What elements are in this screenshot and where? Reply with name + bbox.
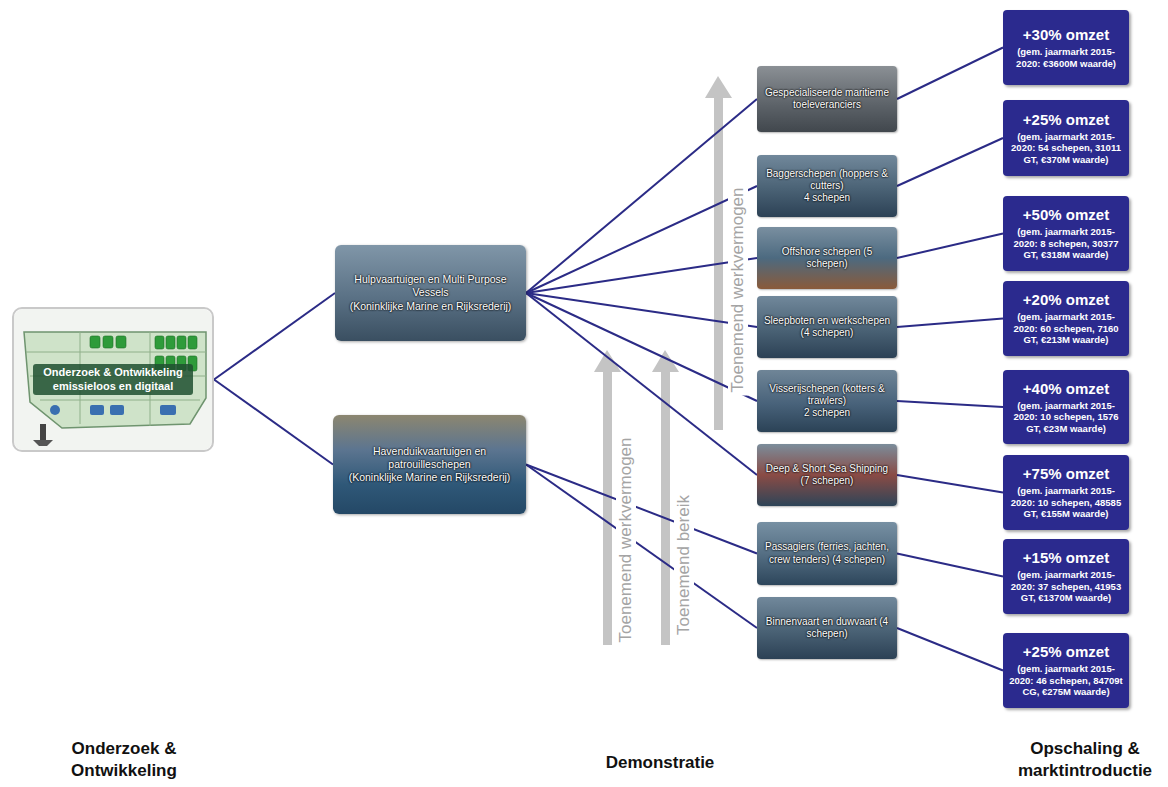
node-body: (gem. jaarmarkt 2015-2020: 46 schepen, 8… bbox=[1009, 663, 1123, 697]
node-body: (gem. jaarmarkt 2015-2020: 37 schepen, 4… bbox=[1009, 569, 1123, 603]
node-title: Gespecialiseerde maritieme toeleverancie… bbox=[762, 87, 892, 111]
phase-label: Onderzoek & Ontwikkeling bbox=[44, 738, 204, 782]
revenue-box: +15% omzet (gem. jaarmarkt 2015-2020: 37 … bbox=[1003, 539, 1129, 614]
connector-line bbox=[897, 319, 1003, 328]
phase-label: Demonstratie bbox=[560, 752, 760, 774]
connector-line bbox=[897, 628, 1003, 671]
node-body: (gem. jaarmarkt 2015-2020: 54 schepen, 3… bbox=[1009, 131, 1123, 165]
node-title: Binnenvaart en duwvaart (4 schepen) bbox=[762, 616, 892, 640]
connector-line bbox=[897, 401, 1003, 407]
node-title: Baggerschepen (hoppers & cutters) bbox=[762, 168, 892, 192]
connector-line bbox=[526, 465, 757, 629]
node-title: Passagiers (ferries, jachten, crew tende… bbox=[762, 541, 892, 565]
connector-line bbox=[526, 293, 757, 475]
connector-line bbox=[526, 258, 757, 293]
connector-line bbox=[897, 138, 1003, 186]
vessel-photo-box: Hulpvaartuigen en Multi Purpose Vessels(… bbox=[335, 245, 526, 341]
research-box: Onderzoek & Ontwikkeling emissieloos en … bbox=[12, 307, 214, 452]
node-body: (gem. jaarmarkt 2015-2020: 10 schepen, 1… bbox=[1009, 400, 1123, 434]
node-title: Onderzoek & Ontwikkeling emissieloos en … bbox=[33, 364, 193, 396]
phase-label: Opschaling & marktintroductie bbox=[995, 738, 1168, 782]
segment-photo-box: Baggerschepen (hoppers & cutters)4 schep… bbox=[757, 155, 897, 217]
ship-illustration bbox=[14, 309, 212, 450]
node-title: +40% omzet bbox=[1023, 380, 1109, 397]
node-title: Sleepboten en werkschepen (4 schepen) bbox=[762, 315, 892, 339]
arrow-label: Toenemend werkvermogen bbox=[728, 184, 748, 395]
node-body: (gem. jaarmarkt 2015-2020: 60 schepen, 7… bbox=[1009, 311, 1123, 345]
node-body: (Koninklijke Marine en Rijksrederij) bbox=[349, 471, 511, 484]
segment-photo-box: Offshore schepen (5 schepen) bbox=[757, 227, 897, 289]
arrow-label: Toenemend werkvermogen bbox=[616, 434, 636, 645]
segment-photo-box: Deep & Short Sea Shipping (7 schepen) bbox=[757, 444, 897, 506]
segment-photo-box: Binnenvaart en duwvaart (4 schepen) bbox=[757, 597, 897, 659]
node-title: +30% omzet bbox=[1023, 26, 1109, 43]
revenue-box: +25% omzet (gem. jaarmarkt 2015-2020: 54 … bbox=[1003, 100, 1129, 176]
node-title: Visserijschepen (kotters & trawlers) bbox=[762, 383, 892, 407]
node-title: Offshore schepen (5 schepen) bbox=[762, 246, 892, 270]
arrow-label: Toenemend bereik bbox=[674, 492, 694, 638]
segment-photo-box: Sleepboten en werkschepen (4 schepen) bbox=[757, 296, 897, 358]
connector-line bbox=[897, 554, 1003, 577]
node-title: +75% omzet bbox=[1023, 465, 1109, 482]
increase-arrows bbox=[594, 76, 732, 645]
node-title: +50% omzet bbox=[1023, 206, 1109, 223]
revenue-box: +25% omzet (gem. jaarmarkt 2015-2020: 46 … bbox=[1003, 633, 1129, 708]
revenue-box: +75% omzet (gem. jaarmarkt 2015-2020: 10 … bbox=[1003, 455, 1129, 530]
revenue-box: +40% omzet (gem. jaarmarkt 2015-2020: 10 … bbox=[1003, 370, 1129, 444]
node-body: (gem. jaarmarkt 2015-2020: 8 schepen, 30… bbox=[1009, 226, 1123, 260]
connector-line bbox=[897, 234, 1003, 259]
segment-photo-box: Visserijschepen (kotters & trawlers)2 sc… bbox=[757, 370, 897, 432]
node-title: +25% omzet bbox=[1023, 111, 1109, 128]
connector-line bbox=[214, 293, 335, 380]
node-body: 2 schepen bbox=[804, 407, 850, 419]
revenue-box: +30% omzet (gem. jaarmarkt 2015-2020: €36… bbox=[1003, 10, 1129, 85]
vessel-photo-box: Havenduikvaartuigen en patrouilleschepen… bbox=[333, 415, 526, 514]
node-title: +25% omzet bbox=[1023, 643, 1109, 660]
revenue-box: +20% omzet (gem. jaarmarkt 2015-2020: 60 … bbox=[1003, 281, 1129, 356]
revenue-box: +50% omzet (gem. jaarmarkt 2015-2020: 8 s… bbox=[1003, 196, 1129, 271]
segment-photo-box: Passagiers (ferries, jachten, crew tende… bbox=[757, 522, 897, 585]
node-body: (gem. jaarmarkt 2015-2020: 10 schepen, 4… bbox=[1009, 485, 1123, 519]
node-title: Deep & Short Sea Shipping (7 schepen) bbox=[762, 463, 892, 487]
node-body: (Koninklijke Marine en Rijksrederij) bbox=[350, 300, 512, 313]
connector-line bbox=[526, 99, 757, 293]
segment-photo-box: Gespecialiseerde maritieme toeleverancie… bbox=[757, 66, 897, 132]
node-body: 4 schepen bbox=[804, 192, 850, 204]
connector-line bbox=[897, 475, 1003, 493]
node-title: Havenduikvaartuigen en patrouilleschepen bbox=[341, 445, 518, 471]
node-title: +20% omzet bbox=[1023, 291, 1109, 308]
node-body: (gem. jaarmarkt 2015-2020: €3600M waarde… bbox=[1009, 46, 1123, 69]
node-title: Hulpvaartuigen en Multi Purpose Vessels bbox=[343, 273, 518, 299]
connector-line bbox=[897, 48, 1003, 100]
connector-line bbox=[526, 186, 757, 293]
node-title: +15% omzet bbox=[1023, 549, 1109, 566]
connector-line bbox=[214, 380, 333, 465]
connector-line bbox=[526, 465, 757, 554]
